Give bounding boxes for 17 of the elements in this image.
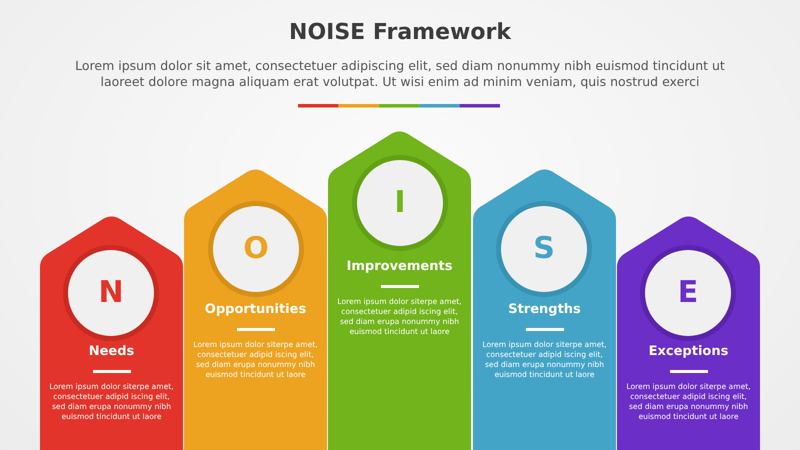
arrow-column xyxy=(473,168,616,450)
letter-circle: N xyxy=(68,250,154,336)
arrow-column xyxy=(617,215,760,450)
column-heading: Exceptions xyxy=(648,344,730,359)
column-heading: Improvements xyxy=(346,259,454,274)
arrow-column xyxy=(328,130,471,450)
column-heading: Strengths xyxy=(507,302,582,317)
column-heading: Opportunities xyxy=(204,302,308,317)
subtitle-paragraph: Lorem ipsum dolor sit amet, consectetuer adipiscing elit, sed diam nonummy nibh euismod tincidunt ut laoreet dolore magna aliquam erat volutpat. Ut wisi enim ad minim veniam, quis nostrud exerci xyxy=(74,58,726,90)
letter-circle: I xyxy=(357,160,443,246)
letter-circle: S xyxy=(501,206,587,292)
title: NOISE Framework xyxy=(288,20,512,45)
arrow-column xyxy=(184,168,327,450)
letter-circle: O xyxy=(213,206,299,292)
column-heading: Needs xyxy=(88,344,136,359)
arrow-column xyxy=(40,215,183,450)
letter-circle: E xyxy=(645,250,731,336)
